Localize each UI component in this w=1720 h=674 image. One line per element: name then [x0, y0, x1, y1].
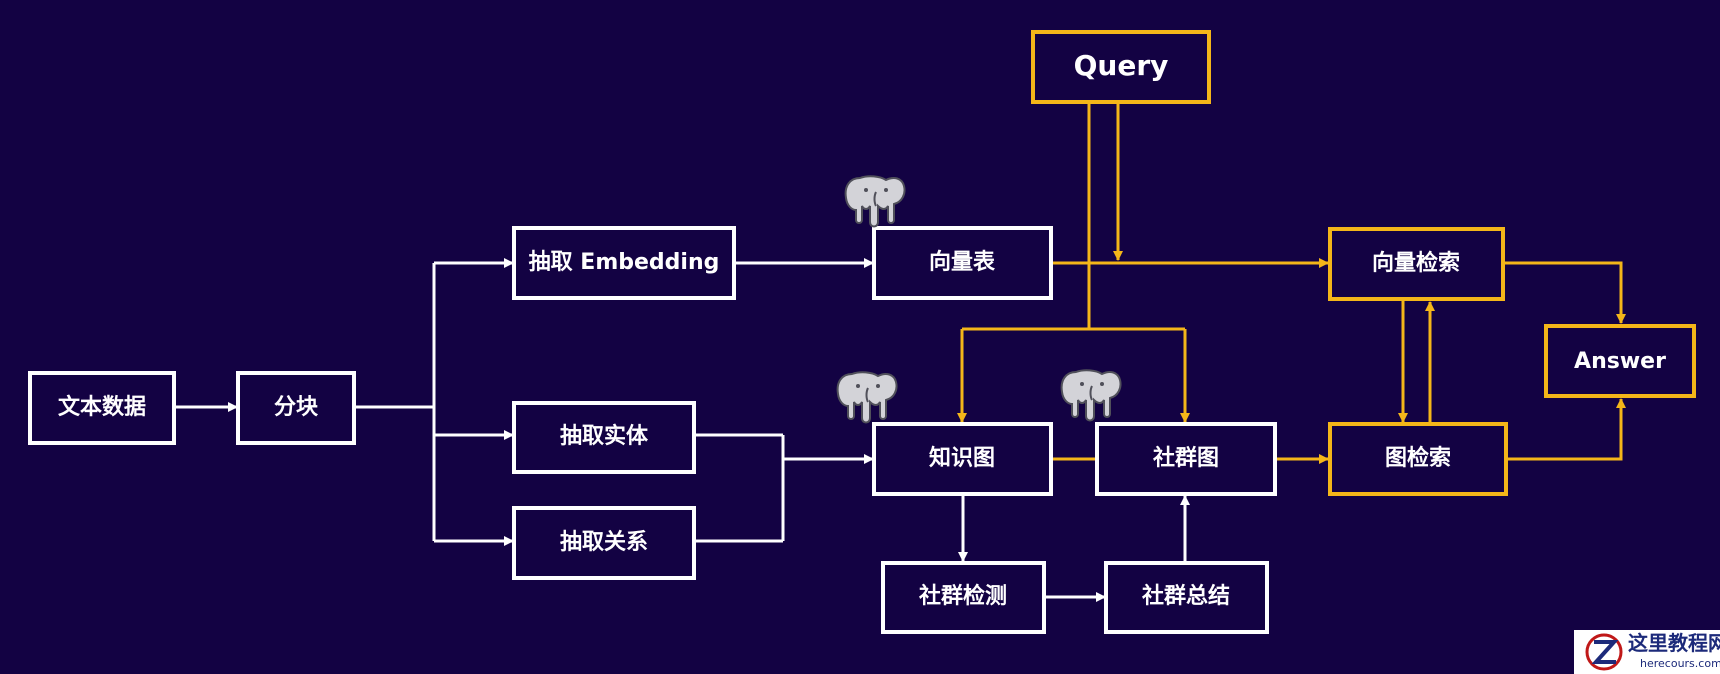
node-answer-label: Answer: [1574, 349, 1666, 374]
node-chunk-label: 分块: [274, 395, 319, 420]
node-community-summary: 社群总结: [1104, 561, 1269, 634]
watermark: 这里教程网 herecours.com: [1574, 630, 1720, 674]
node-chunk: 分块: [236, 371, 356, 445]
node-community-graph-label: 社群图: [1153, 445, 1219, 471]
connector-vector-search-to-answer: [1503, 261, 1626, 324]
node-community-graph: 社群图: [1095, 422, 1277, 496]
node-vector-search: 向量检索: [1328, 227, 1505, 301]
node-query: Query: [1031, 30, 1211, 104]
postgres-elephant-icon: [836, 371, 898, 424]
node-answer: Answer: [1544, 324, 1696, 398]
node-knowledge-graph-label: 知识图: [929, 445, 995, 471]
node-community-summary-label: 社群总结: [1142, 583, 1230, 609]
postgres-elephant-icon: [844, 175, 906, 228]
postgres-elephant-icon: [1060, 369, 1122, 422]
node-extract-embedding-label: 抽取 Embedding: [529, 250, 720, 275]
node-vector-table: 向量表: [872, 226, 1053, 300]
node-extract-relation-label: 抽取关系: [560, 530, 648, 555]
node-extract-embedding: 抽取 Embedding: [512, 226, 736, 300]
node-extract-relation: 抽取关系: [512, 506, 696, 580]
node-community-detection-label: 社群检测: [919, 583, 1007, 609]
node-text-data-label: 文本数据: [58, 394, 146, 420]
query-connectors: [957, 102, 1626, 464]
connector-graph-search-to-answer: [1506, 398, 1626, 461]
node-vector-search-label: 向量检索: [1372, 250, 1460, 276]
node-query-label: Query: [1074, 49, 1169, 82]
node-graph-search: 图检索: [1328, 422, 1508, 496]
watermark-subtitle: herecours.com: [1640, 657, 1720, 670]
node-extract-entity-label: 抽取实体: [560, 423, 649, 449]
node-community-detection: 社群检测: [881, 561, 1046, 634]
node-extract-entity: 抽取实体: [512, 401, 696, 474]
node-knowledge-graph: 知识图: [872, 422, 1053, 496]
node-text-data: 文本数据: [28, 371, 176, 445]
node-vector-table-label: 向量表: [929, 249, 996, 275]
white-connectors: [174, 258, 1190, 602]
watermark-logo-icon: [1585, 633, 1623, 671]
watermark-title: 这里教程网: [1628, 631, 1720, 655]
node-graph-search-label: 图检索: [1385, 445, 1451, 471]
